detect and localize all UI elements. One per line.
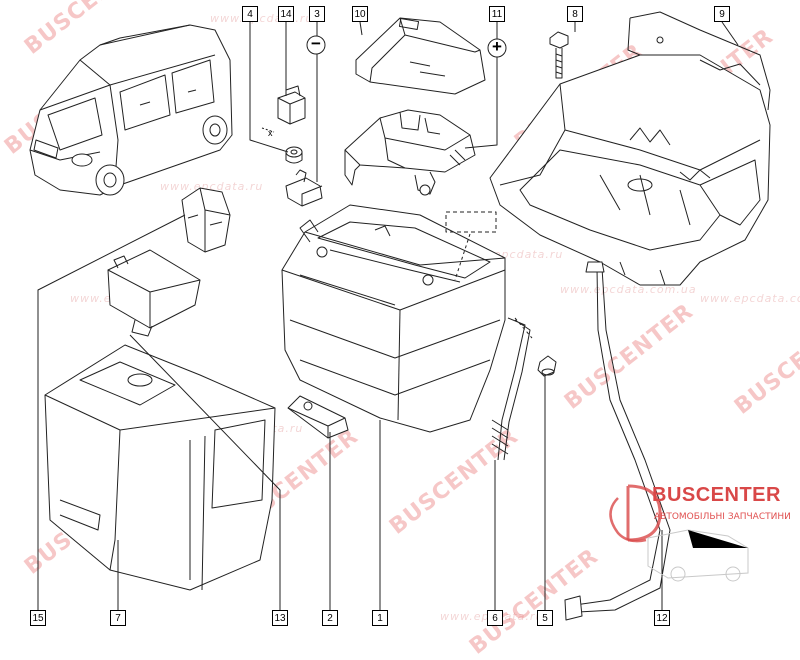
part-12-drain-hose (564, 261, 671, 621)
callout-15: 15 (30, 610, 46, 626)
electronic-module (107, 249, 201, 337)
callout-1: 1 (372, 610, 388, 626)
van-illustration (29, 24, 233, 196)
part-1-battery (281, 204, 506, 433)
minus-sign: − (311, 34, 321, 53)
callout-3: 3 (309, 6, 325, 22)
logo-subtitle: АВТОМОБІЛЬНІ ЗАПЧАСТИНИ (654, 512, 791, 522)
callout-14: 14 (278, 6, 294, 22)
part-3-negative-terminal (285, 169, 323, 207)
callout-9: 9 (714, 6, 730, 22)
part-2-hold-down-clamp (287, 395, 349, 439)
svg-text:x: x (268, 128, 273, 138)
part-14-terminal-clamp: x (261, 85, 306, 138)
callout-10: 10 (352, 6, 368, 22)
callout-8: 8 (567, 6, 583, 22)
part-7-battery-cover (44, 344, 276, 591)
plus-sign: + (492, 37, 502, 56)
part-8-bolt (549, 31, 569, 79)
part-15-bracket (181, 187, 231, 253)
callout-7: 7 (110, 610, 126, 626)
callout-13: 13 (272, 610, 288, 626)
watermark-site: www.epcdata.com.ua (560, 283, 697, 296)
part-5-grommet (537, 355, 557, 377)
callout-2: 2 (322, 610, 338, 626)
callout-5: 5 (537, 610, 553, 626)
callout-12: 12 (654, 610, 670, 626)
part-4-nut (285, 146, 303, 164)
part-11-fuse-box (344, 109, 476, 196)
callout-6: 6 (487, 610, 503, 626)
callout-4: 4 (242, 6, 258, 22)
part-9-battery-tray (489, 11, 771, 286)
logo-name: BUSCENTER (652, 484, 781, 506)
watermark-site: www.epcdata.com.ua (700, 292, 800, 305)
buscenter-logo: BUSCENTER АВТОМОБІЛЬНІ ЗАПЧАСТИНИ (598, 478, 798, 588)
callout-11: 11 (489, 6, 505, 22)
watermark-site: www.epcdata.ru (160, 180, 264, 193)
part-10-terminal-cover (355, 17, 486, 95)
